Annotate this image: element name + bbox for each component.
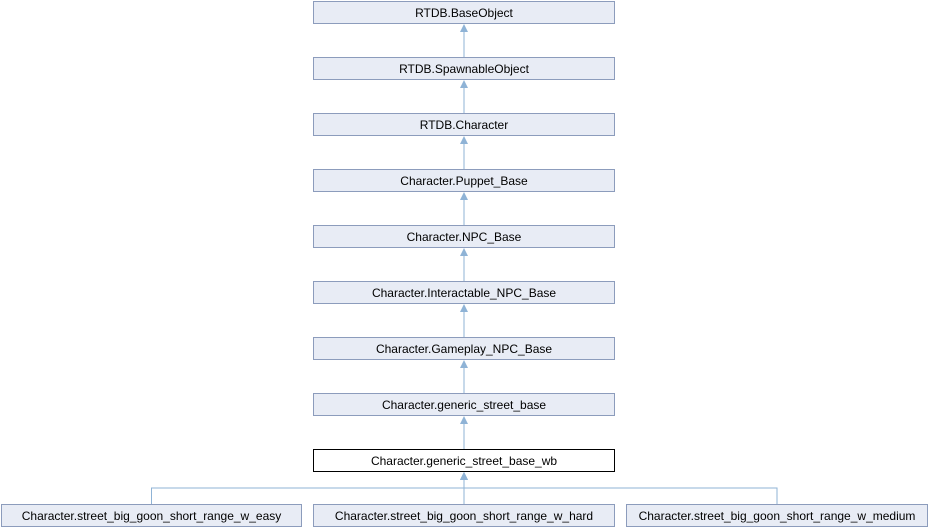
- class-node-gameplay-npc-base[interactable]: Character.Gameplay_NPC_Base: [313, 337, 615, 360]
- class-node-npc-base[interactable]: Character.NPC_Base: [313, 225, 615, 248]
- class-node-street-big-goon-short-range-w-easy[interactable]: Character.street_big_goon_short_range_w_…: [1, 504, 302, 527]
- class-node-generic-street-base-wb-current: Character.generic_street_base_wb: [313, 449, 615, 472]
- class-node-street-big-goon-short-range-w-hard[interactable]: Character.street_big_goon_short_range_w_…: [313, 504, 615, 527]
- class-node-puppet-base[interactable]: Character.Puppet_Base: [313, 169, 615, 192]
- class-node-rtdb-character[interactable]: RTDB.Character: [313, 113, 615, 136]
- class-node-rtdb-spawnableobject[interactable]: RTDB.SpawnableObject: [313, 57, 615, 80]
- inheritance-arrow-n9-to-n8: [151, 472, 468, 504]
- class-node-rtdb-baseobject[interactable]: RTDB.BaseObject: [313, 1, 615, 24]
- inheritance-arrow-n11-to-n8: [460, 472, 778, 504]
- class-node-street-big-goon-short-range-w-medium[interactable]: Character.street_big_goon_short_range_w_…: [626, 504, 928, 527]
- class-node-generic-street-base[interactable]: Character.generic_street_base: [313, 393, 615, 416]
- class-node-interactable-npc-base[interactable]: Character.Interactable_NPC_Base: [313, 281, 615, 304]
